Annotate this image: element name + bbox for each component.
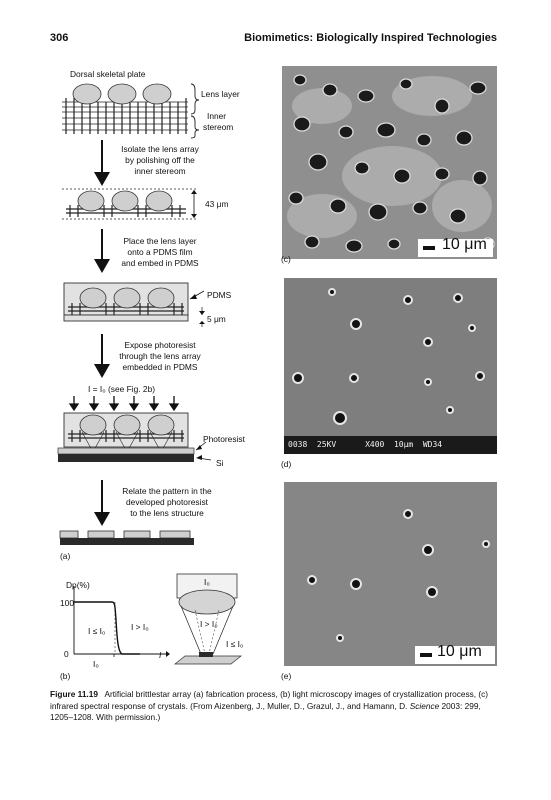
- step4-text-2: developed photoresist: [126, 497, 208, 507]
- inner-stereom-label-2: stereom: [203, 122, 234, 132]
- step3-text-3: embedded in PDMS: [122, 362, 198, 372]
- x-axis-label: I: [159, 650, 162, 660]
- page-number: 306: [50, 32, 69, 44]
- process-arrow-4: [94, 480, 110, 526]
- micrograph-c-scale-label: 10 μm: [442, 236, 487, 253]
- step1-text-2: by polishing off the: [125, 155, 195, 165]
- si-label: Si: [216, 458, 224, 468]
- micrograph-e-scale-label: 10 μm: [437, 643, 482, 660]
- panel-a-label: (a): [60, 551, 71, 561]
- panel-d-label: (d): [281, 459, 292, 469]
- region-below-threshold: I ≤ I₀: [88, 626, 106, 636]
- step2-text-2: onto a PDMS film: [127, 247, 193, 257]
- caption-journal: Science: [409, 700, 440, 711]
- step3-text-1: Expose photoresist: [124, 340, 196, 350]
- process-arrow-3: [94, 334, 110, 378]
- process-arrow-2: [94, 229, 110, 273]
- micrograph-e: 10 μm: [284, 482, 497, 666]
- lens-layer-label: Lens layer: [201, 89, 240, 99]
- pdms-label: PDMS: [207, 290, 232, 300]
- lens-array-diagram: [62, 188, 197, 220]
- y-tick-100: 100: [60, 598, 74, 608]
- running-title: Biomimetics: Biologically Inspired Techn…: [244, 32, 497, 44]
- panel-c-label: (c): [281, 254, 291, 264]
- lens-incident-label: I₀: [204, 577, 210, 587]
- lens-focus-label: I > I₀: [200, 619, 218, 629]
- panel-e-label: (e): [281, 671, 292, 681]
- lens-layer-brace: [190, 83, 200, 139]
- step4-text-3: to the lens structure: [130, 508, 204, 518]
- inner-stereom-label-1: Inner: [207, 111, 227, 121]
- micrograph-c: 10 μm: [282, 66, 497, 259]
- caption-citation: 2003: 299, 1205–1208. With permission.): [50, 700, 481, 723]
- x-tick-i0: I₀: [93, 659, 99, 669]
- region-above-threshold: I > I₀: [131, 622, 149, 632]
- step2-text-3: and embed in PDMS: [121, 258, 199, 268]
- micrograph-d-info-bar: 0038 25KV X400 10μm WD34: [288, 440, 443, 449]
- pdms-thickness-label: 5 μm: [207, 314, 226, 324]
- dp-axis-label: Dp(%): [66, 580, 90, 590]
- step2-text-1: Place the lens layer: [123, 236, 197, 246]
- figure-label: Figure 11.19: [50, 689, 98, 699]
- panel-b-label: (b): [60, 671, 71, 681]
- photoresist-label: Photoresist: [203, 434, 245, 444]
- illumination-label: I = I₀ (see Fig. 2b): [88, 384, 156, 394]
- dorsal-plate-diagram: [62, 83, 188, 134]
- step1-text-3: inner stereom: [134, 166, 186, 176]
- caption-text: Artificial brittlestar array (a) fabrica…: [50, 689, 489, 711]
- dp-vs-intensity-plot: [73, 586, 170, 657]
- exposure-diagram: [57, 396, 212, 462]
- thickness-label: 43 μm: [205, 199, 229, 209]
- lens-focusing-diagram: [174, 573, 242, 665]
- process-arrow-1: [94, 140, 110, 186]
- step4-text-1: Relate the pattern in the: [122, 486, 212, 496]
- y-tick-0: 0: [64, 649, 69, 659]
- micrograph-d: 0038 25KV X400 10μm WD34: [284, 278, 497, 454]
- step3-text-2: through the lens array: [119, 351, 201, 361]
- step1-text-1: Isolate the lens array: [121, 144, 199, 154]
- developed-pattern-diagram: [59, 530, 194, 545]
- lens-periphery-label: I ≤ I₀: [226, 639, 244, 649]
- dorsal-plate-label: Dorsal skeletal plate: [70, 69, 146, 79]
- figure-caption: Figure 11.19 Artificial brittlestar arra…: [50, 689, 496, 724]
- pdms-embedded-diagram: [63, 282, 205, 327]
